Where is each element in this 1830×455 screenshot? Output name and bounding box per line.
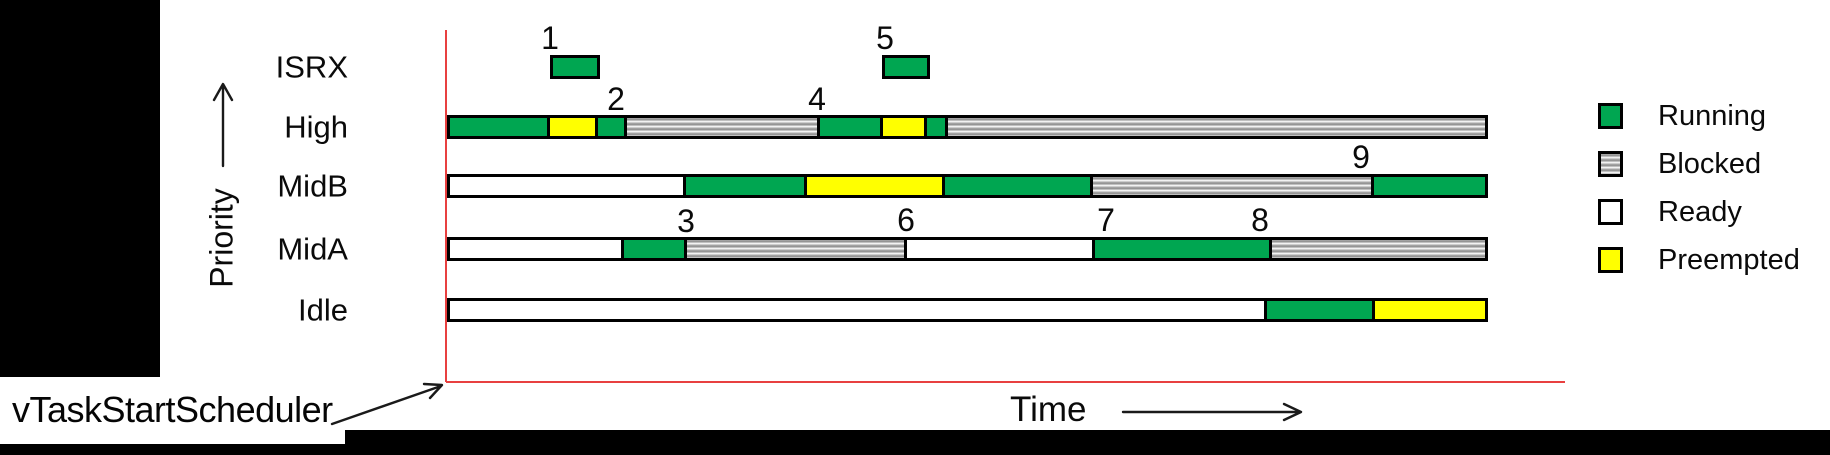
y-axis-line	[445, 30, 447, 382]
row-label-idle: Idle	[298, 292, 348, 328]
segment-midb-preempted	[804, 174, 945, 198]
bottom-left-black-strip	[0, 444, 345, 455]
segment-high-preempted	[880, 115, 927, 139]
legend-swatch-preempted	[1598, 247, 1623, 273]
time-axis-label: Time	[1010, 390, 1087, 429]
row-label-isrx: ISRX	[275, 49, 348, 85]
row-label-midb: MidB	[277, 168, 348, 204]
left-black-panel	[0, 0, 160, 377]
segment-high-blocked	[945, 115, 1488, 139]
row-label-mida: MidA	[277, 231, 348, 267]
segment-isrx-running	[550, 55, 600, 79]
legend-label-ready: Ready	[1658, 196, 1742, 228]
scheduler-start-callout: vTaskStartScheduler	[0, 377, 345, 444]
event-number-4: 4	[808, 81, 826, 117]
bottom-black-bar	[345, 430, 1830, 455]
segment-midb-running	[1371, 174, 1488, 198]
event-number-2: 2	[607, 81, 625, 117]
segment-high-blocked	[624, 115, 820, 139]
legend-label-running: Running	[1658, 100, 1767, 132]
legend-swatch-running	[1598, 103, 1623, 129]
segment-high-running	[924, 115, 948, 139]
time-arrow	[1121, 402, 1303, 422]
segment-idle-running	[1264, 298, 1375, 322]
legend-swatch-ready	[1598, 199, 1623, 225]
row-label-high: High	[284, 109, 348, 145]
segment-high-preempted	[547, 115, 598, 139]
segment-midb-blocked	[1090, 174, 1374, 198]
segment-idle-preempted	[1372, 298, 1488, 322]
event-number-6: 6	[897, 202, 915, 238]
segment-mida-running	[621, 237, 687, 261]
segment-midb-ready	[447, 174, 686, 198]
scheduler-start-label: vTaskStartScheduler	[12, 389, 333, 430]
segment-midb-running	[942, 174, 1093, 198]
legend-label-preempted: Preempted	[1658, 244, 1800, 276]
scheduler-arrow	[330, 382, 444, 426]
segment-isrx-running	[882, 55, 930, 79]
x-axis-line	[446, 381, 1565, 383]
event-number-8: 8	[1251, 202, 1269, 238]
legend-label-blocked: Blocked	[1658, 148, 1762, 180]
segment-midb-running	[683, 174, 807, 198]
segment-high-running	[595, 115, 627, 139]
segment-mida-ready	[904, 237, 1095, 261]
segment-mida-blocked	[1269, 237, 1488, 261]
event-number-7: 7	[1097, 202, 1115, 238]
segment-mida-running	[1092, 237, 1272, 261]
segment-mida-blocked	[684, 237, 907, 261]
segment-high-running	[817, 115, 883, 139]
segment-mida-ready	[447, 237, 624, 261]
event-number-1: 1	[541, 20, 559, 56]
legend-swatch-blocked	[1598, 151, 1623, 177]
event-number-3: 3	[677, 203, 695, 239]
segment-high-running	[447, 115, 550, 139]
event-number-9: 9	[1352, 139, 1370, 175]
event-number-5: 5	[876, 20, 894, 56]
segment-idle-ready	[447, 298, 1267, 322]
